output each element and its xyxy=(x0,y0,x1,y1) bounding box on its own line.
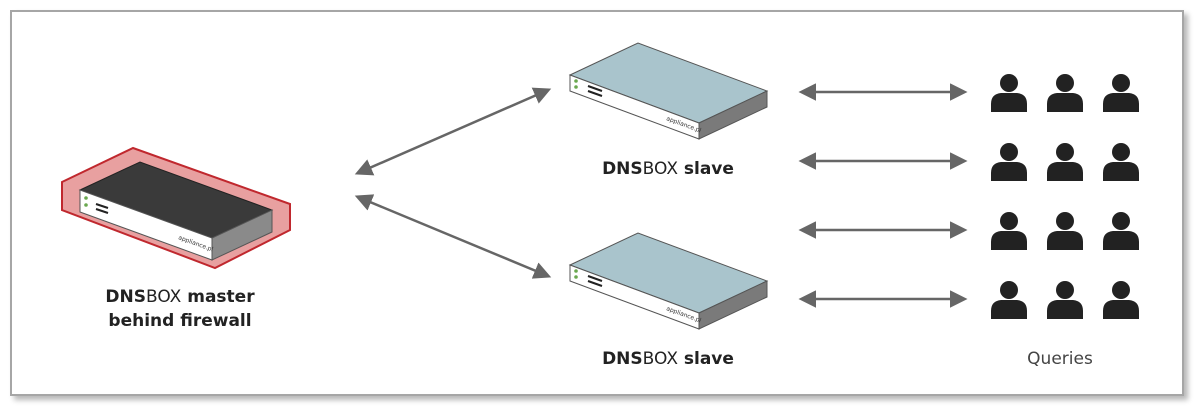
master-label-firewall: behind firewall xyxy=(108,311,252,331)
user-icon-body xyxy=(991,162,1027,181)
slave-top-label: DNSBOX slave xyxy=(568,157,768,181)
user-icon-body xyxy=(991,231,1027,250)
master-label-line-1: DNSBOX master xyxy=(80,285,280,309)
user-icon-body xyxy=(1047,231,1083,250)
user-icon-body xyxy=(1103,300,1139,319)
slave-bottom-device-side xyxy=(698,280,768,330)
arrow-master-slave-top xyxy=(354,87,552,176)
user-icon-body xyxy=(1047,162,1083,181)
user-icon-body xyxy=(1103,231,1139,250)
slave-top-led-2 xyxy=(574,85,578,89)
user-icon-head xyxy=(1056,281,1074,299)
slave-top-device-side xyxy=(698,90,768,140)
user-icon-head xyxy=(1056,143,1074,161)
slave-bottom-device: appliance.pl xyxy=(568,232,769,330)
slave-bottom-led-2 xyxy=(574,275,578,279)
slave-top-label-dns: DNS xyxy=(602,159,643,179)
master-label-role: master xyxy=(181,287,255,307)
slave-bottom-label-box: BOX xyxy=(642,349,678,369)
user-icon-head xyxy=(1112,143,1130,161)
master-label: DNSBOX master behind firewall xyxy=(80,285,280,333)
master-led-2 xyxy=(84,203,88,207)
user-icon xyxy=(1047,74,1083,112)
user-icon-body xyxy=(1047,93,1083,112)
user-icon-body xyxy=(991,300,1027,319)
user-icon xyxy=(991,143,1027,181)
user-icon-head xyxy=(1000,143,1018,161)
user-icon xyxy=(991,281,1027,319)
user-icon-head xyxy=(1112,281,1130,299)
arrow-master-slave-bottom xyxy=(354,194,552,279)
master-label-line-2: behind firewall xyxy=(80,309,280,333)
user-icon xyxy=(991,74,1027,112)
user-icon-head xyxy=(1000,281,1018,299)
slave-top-device: appliance.pl xyxy=(568,42,769,140)
slave-bottom-led-1 xyxy=(574,269,578,273)
master-label-dns: DNS xyxy=(105,287,146,307)
queries-label: Queries xyxy=(1027,349,1093,369)
user-icon xyxy=(1103,281,1139,319)
user-icon-body xyxy=(1103,162,1139,181)
slave-bottom-label-role: slave xyxy=(677,349,734,369)
user-icon-head xyxy=(1056,74,1074,92)
user-icon-head xyxy=(1000,212,1018,230)
slave-top-label-box: BOX xyxy=(642,159,678,179)
user-icon xyxy=(1047,143,1083,181)
user-icon-head xyxy=(1112,74,1130,92)
user-icon xyxy=(1103,212,1139,250)
user-icon-head xyxy=(1056,212,1074,230)
user-icon-head xyxy=(1000,74,1018,92)
user-icon-head xyxy=(1112,212,1130,230)
user-icon-body xyxy=(991,93,1027,112)
master-device: appliance.pl xyxy=(78,161,274,261)
slave-top-label-role: slave xyxy=(677,159,734,179)
user-icon-grid xyxy=(991,74,1139,319)
user-icon xyxy=(1047,281,1083,319)
user-icon xyxy=(1103,74,1139,112)
user-icon xyxy=(1103,143,1139,181)
slave-bottom-label-dns: DNS xyxy=(602,349,643,369)
master-led-1 xyxy=(84,196,88,200)
user-icon xyxy=(1047,212,1083,250)
user-icon-body xyxy=(1103,93,1139,112)
slave-top-led-1 xyxy=(574,79,578,83)
slave-bottom-label: DNSBOX slave xyxy=(568,347,768,371)
master-label-box: BOX xyxy=(146,287,182,307)
user-icon xyxy=(991,212,1027,250)
master-device-side xyxy=(211,209,273,261)
user-icon-body xyxy=(1047,300,1083,319)
